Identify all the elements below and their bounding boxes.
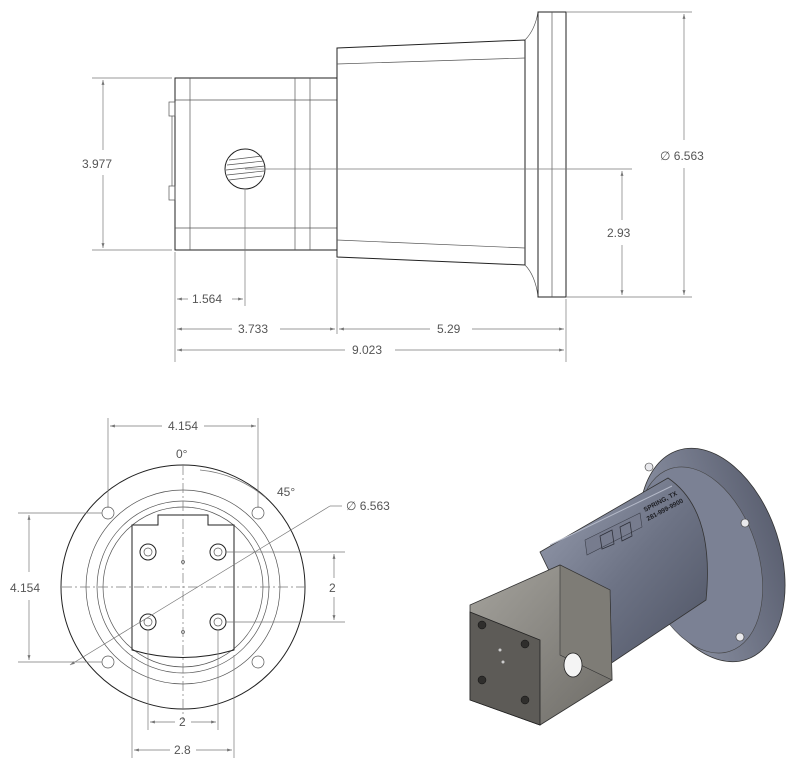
- angle-zero-label: 0°: [176, 447, 188, 461]
- motor-body-outline: [336, 39, 526, 266]
- angle-45-label: 45°: [277, 485, 295, 499]
- dim-bolt-width: 4.154: [168, 419, 198, 433]
- front-view: ∅ 6.563 0° 45° 4.154 4.154 2 2 2: [10, 418, 390, 758]
- dim-port-height: 2.93: [607, 226, 631, 240]
- dim-front-flange-diameter: ∅ 6.563: [346, 499, 390, 513]
- dim-port-offset: 1.564: [192, 292, 222, 306]
- bolt-hole: [101, 506, 115, 520]
- bolt-hole: [101, 655, 115, 669]
- dim-hole-spacing-h: 2: [179, 715, 186, 729]
- dim-bolt-height: 4.154: [10, 581, 40, 595]
- dim-hole-spacing-v: 2: [329, 581, 336, 595]
- bolt-hole: [251, 655, 265, 669]
- dim-height: 3.977: [82, 157, 112, 171]
- bolt-hole: [251, 506, 265, 520]
- iso-port-hole: [563, 652, 583, 678]
- dim-overall-length: 9.023: [352, 343, 382, 357]
- dim-flange-diameter: ∅ 6.563: [660, 149, 704, 163]
- side-view: 3.977 ∅ 6.563 2.93 1.564 3.733 5.29 9.02…: [82, 11, 704, 362]
- dim-pump-length: 3.733: [238, 322, 268, 336]
- iso-nameplate: [584, 512, 643, 556]
- pump-face-outline: [131, 514, 235, 658]
- iso-view: SPRING, TX 281-999-9900: [469, 447, 786, 726]
- dim-motor-length: 5.29: [437, 322, 461, 336]
- dim-body-width: 2.8: [174, 743, 191, 757]
- pump-body-outline: [174, 77, 338, 251]
